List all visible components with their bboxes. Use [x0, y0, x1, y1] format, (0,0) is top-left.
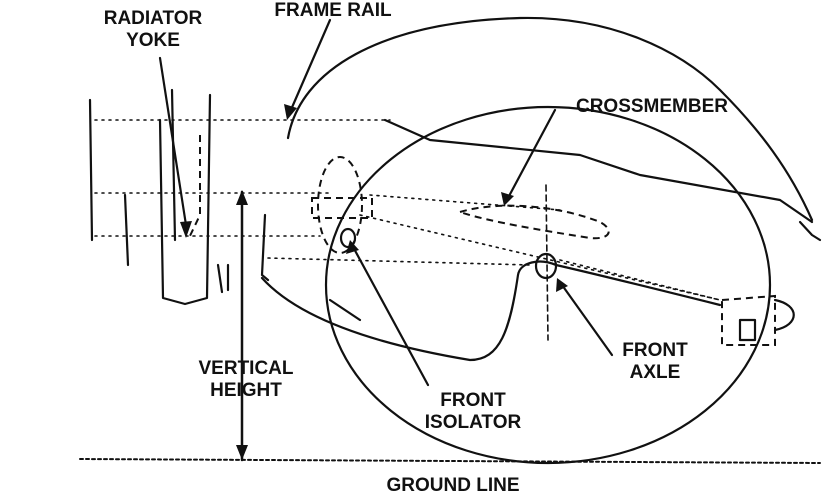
suspension-reference-lines	[267, 194, 721, 301]
frame-rail	[94, 118, 822, 242]
radiator-yoke	[88, 88, 270, 306]
label-radiator-yoke: RADIATOR YOKE	[88, 8, 218, 52]
vertical-height-arrow	[236, 190, 248, 462]
label-vertical-height: VERTICAL HEIGHT	[186, 358, 306, 402]
fender-arch	[286, 16, 814, 222]
label-front-axle-line2: AXLE	[629, 362, 681, 383]
label-ground-line: GROUND LINE	[386, 475, 520, 496]
label-front-axle-line1: FRONT	[622, 340, 688, 361]
label-vertical-height-line2: HEIGHT	[210, 380, 282, 401]
label-front-isolator: FRONT ISOLATOR	[408, 390, 538, 434]
label-vertical-height-line1: VERTICAL	[198, 358, 294, 379]
label-front-isolator-line2: ISOLATOR	[424, 412, 522, 433]
front-isolator	[311, 156, 373, 254]
label-radiator-yoke-line1: RADIATOR	[103, 8, 203, 29]
label-front-isolator-line1: FRONT	[440, 390, 506, 411]
leader-arrow	[158, 18, 614, 387]
label-frame-rail: FRAME RAIL	[274, 0, 392, 21]
tire-outline	[324, 105, 772, 465]
label-crossmember: CROSSMEMBER	[575, 96, 728, 117]
label-front-axle: FRONT AXLE	[610, 340, 700, 384]
ground-line	[79, 458, 821, 464]
front-axle	[534, 184, 558, 341]
rear-isolator	[721, 294, 795, 346]
lower-body-outline	[260, 260, 722, 362]
label-radiator-yoke-line2: YOKE	[126, 30, 180, 51]
crossmember	[456, 204, 610, 240]
